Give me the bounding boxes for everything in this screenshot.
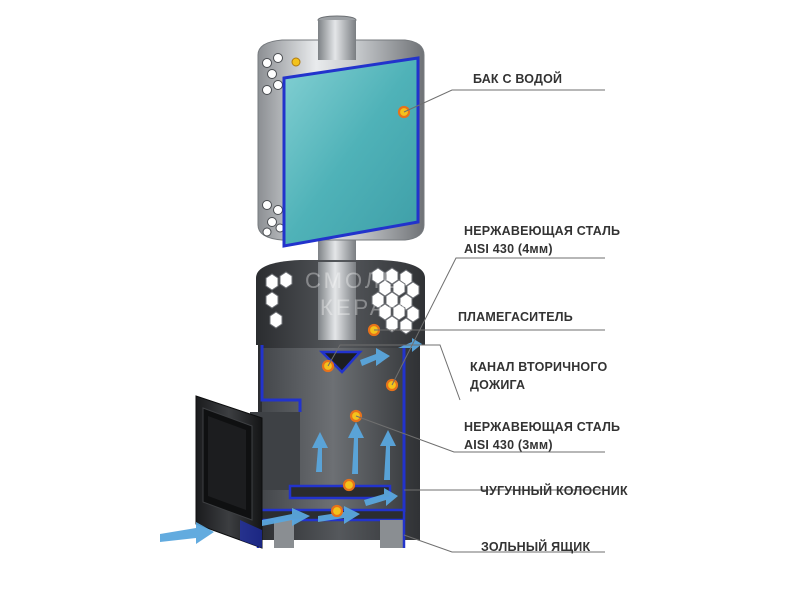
marker-ash-box (330, 504, 344, 518)
firebox-door (195, 395, 263, 549)
water-cutaway (282, 56, 420, 248)
label-steel-4mm-line-2: AISI 430 (4мм) (464, 242, 553, 256)
label-ash-box: ЗОЛЬНЫЙ ЯЩИК (481, 540, 591, 554)
water-tank (257, 20, 425, 248)
label-secondary-channel-line-2: ДОЖИГА (470, 378, 526, 392)
label-flame-arrester: ПЛАМЕГАСИТЕЛЬ (458, 310, 573, 324)
label-water-tank: БАК С ВОДОЙ (473, 72, 563, 86)
leader-lines (327, 89, 605, 553)
label-steel-3mm-line-2: AISI 430 (3мм) (464, 438, 553, 452)
cast-iron-grate (288, 484, 392, 500)
label-secondary-channel-line-1: КАНАЛ ВТОРИЧНОГО (470, 360, 608, 374)
label-steel-4mm-line-1: НЕРЖАВЕЮЩАЯ СТАЛЬ (464, 224, 621, 238)
callout-markers (321, 105, 411, 518)
label-steel-3mm-line-1: НЕРЖАВЕЮЩАЯ СТАЛЬ (464, 420, 621, 434)
watermark-line-1: СМОЛЕ (305, 268, 400, 293)
stone-basket (256, 260, 425, 345)
watermark-line-2: КЕРАМ (320, 295, 409, 320)
label-cast-iron-grate: ЧУГУННЫЙ КОЛОСНИК (480, 484, 628, 498)
marker-grate (342, 478, 356, 492)
